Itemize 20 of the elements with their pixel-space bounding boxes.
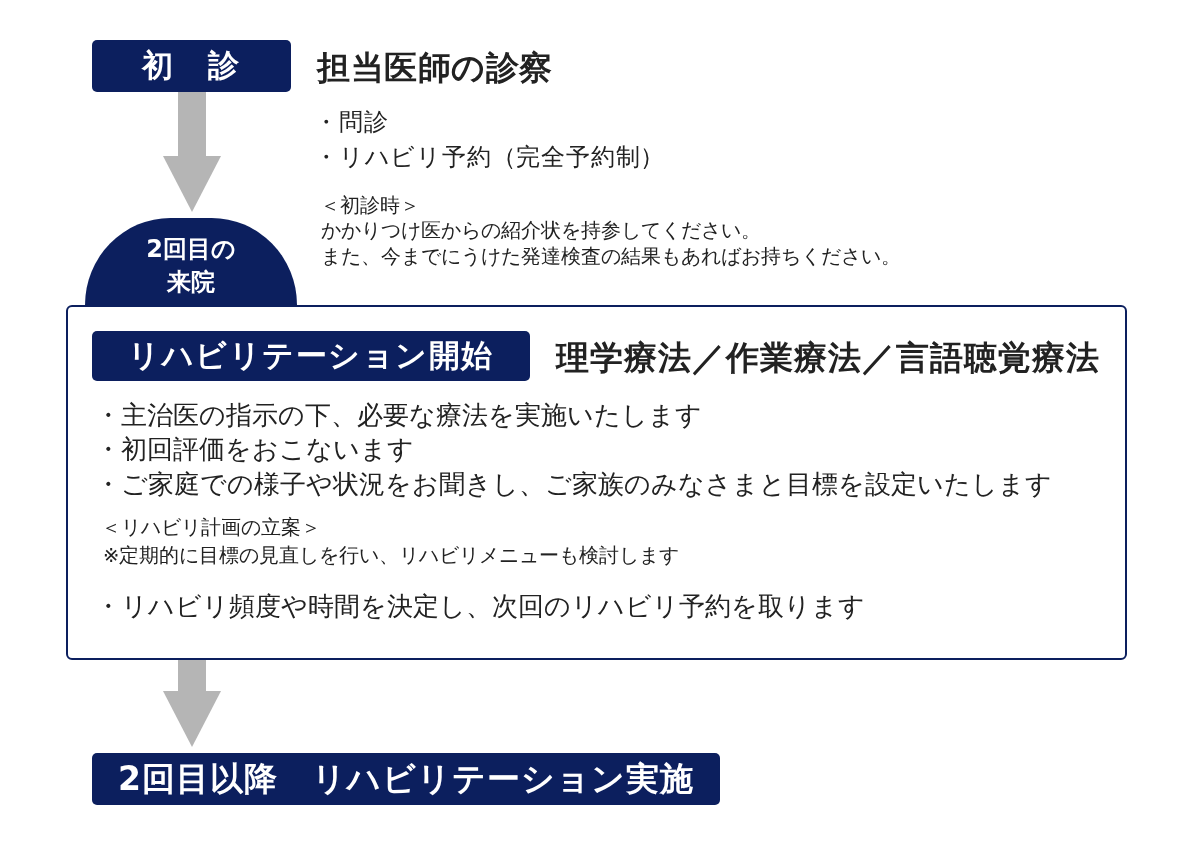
bullet-item: ・主治医の指示の下、必要な療法を実施いたします: [95, 399, 702, 432]
note-text: また、今までにうけた発達検査の結果もあればお持ちください。: [321, 243, 901, 269]
content-panel: [66, 305, 1127, 660]
step-box: 初 診: [92, 40, 291, 92]
bullet-item: ・リハビリ予約（完全予約制）: [314, 141, 666, 173]
bullet-item: ・問診: [314, 106, 389, 138]
heading: 担当医師の診察: [317, 46, 553, 89]
step-box: 2回目以降 リハビリテーション実施: [92, 753, 720, 805]
heading: 理学療法／作業療法／言語聴覚療法: [556, 336, 1100, 379]
arrow: [163, 660, 221, 747]
bullet-item: ・ご家庭での様子や状況をお聞きし、ご家族のみなさまと目標を設定いたします: [95, 468, 1052, 501]
note-text: ※定期的に目標の見直しを行い、リハビリメニューも検討します: [103, 542, 680, 568]
note-text: かかりつけ医からの紹介状を持参してください。: [321, 217, 761, 243]
note-heading: ＜初診時＞: [320, 192, 420, 218]
arrow: [163, 92, 221, 212]
bullet-item: ・リハビリ頻度や時間を決定し、次回のリハビリ予約を取ります: [95, 590, 865, 623]
bullet-item: ・初回評価をおこないます: [95, 433, 414, 466]
semicircle-badge: 2回目の来院: [85, 218, 297, 305]
note-heading: ＜リハビリ計画の立案＞: [101, 514, 321, 540]
title-box: リハビリテーション開始: [92, 331, 530, 381]
